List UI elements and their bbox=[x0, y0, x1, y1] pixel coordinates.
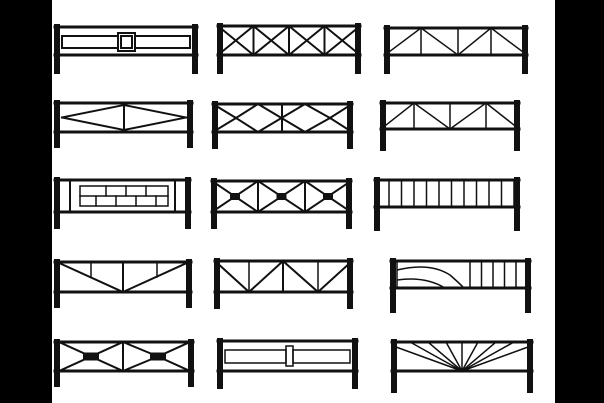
fence-r1c1 bbox=[53, 24, 199, 74]
fence-r3c1 bbox=[53, 177, 192, 229]
fence-catalog-panel bbox=[52, 0, 555, 403]
fence-r2c1 bbox=[53, 100, 194, 148]
fence-r4c2 bbox=[213, 258, 354, 309]
fence-designs-diagram bbox=[53, 23, 534, 393]
fence-r3c3 bbox=[373, 177, 521, 231]
fence-r1c2 bbox=[216, 23, 362, 74]
fence-r3c2 bbox=[210, 178, 353, 229]
fence-r4c1 bbox=[53, 259, 193, 308]
fence-r2c2 bbox=[211, 101, 354, 149]
fence-r5c1 bbox=[53, 339, 195, 387]
fence-r2c3 bbox=[379, 100, 521, 151]
fence-r5c3 bbox=[390, 339, 534, 393]
fence-r5c2 bbox=[216, 338, 359, 389]
fence-r4c3 bbox=[389, 258, 532, 313]
fence-r1c3 bbox=[383, 25, 529, 74]
